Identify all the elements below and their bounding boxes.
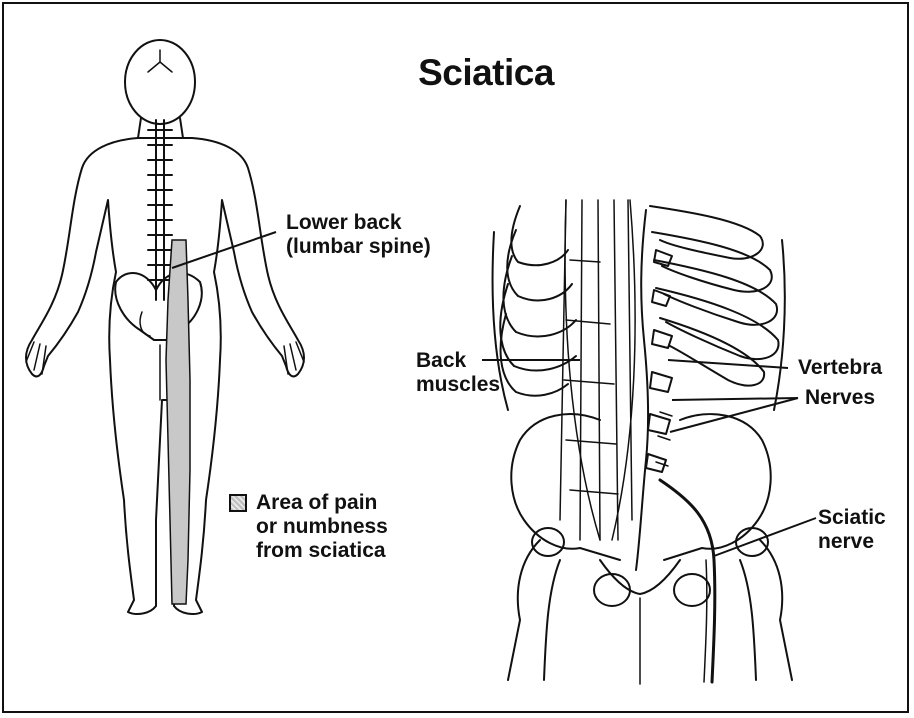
label-back-muscles-line2: muscles [416, 373, 500, 397]
label-vertebra: Vertebra [798, 356, 882, 380]
pointer-vertebra [668, 360, 788, 368]
back-muscles [560, 200, 635, 540]
label-lower-back-line1: Lower back [286, 211, 431, 235]
label-lower-back-line2: (lumbar spine) [286, 235, 431, 259]
label-nerves: Nerves [805, 386, 875, 410]
label-sciatic-nerve: Sciatic nerve [818, 506, 886, 554]
legend-line1: Area of pain [256, 491, 388, 515]
femurs [508, 528, 792, 680]
label-sciatic-line1: Sciatic [818, 506, 886, 530]
legend-line3: from sciatica [256, 539, 388, 563]
label-back-muscles-line1: Back [416, 349, 500, 373]
vertebral-column [636, 210, 672, 570]
legend-line2: or numbness [256, 515, 388, 539]
legend-text: Area of pain or numbness from sciatica [256, 491, 388, 563]
rib-cage [500, 206, 778, 396]
legend-swatch [229, 494, 247, 512]
pointer-nerves-2 [670, 398, 798, 432]
label-sciatic-line2: nerve [818, 530, 886, 554]
label-lower-back: Lower back (lumbar spine) [286, 211, 431, 259]
label-back-muscles: Back muscles [416, 349, 500, 397]
pointer-nerves-1 [672, 398, 798, 400]
